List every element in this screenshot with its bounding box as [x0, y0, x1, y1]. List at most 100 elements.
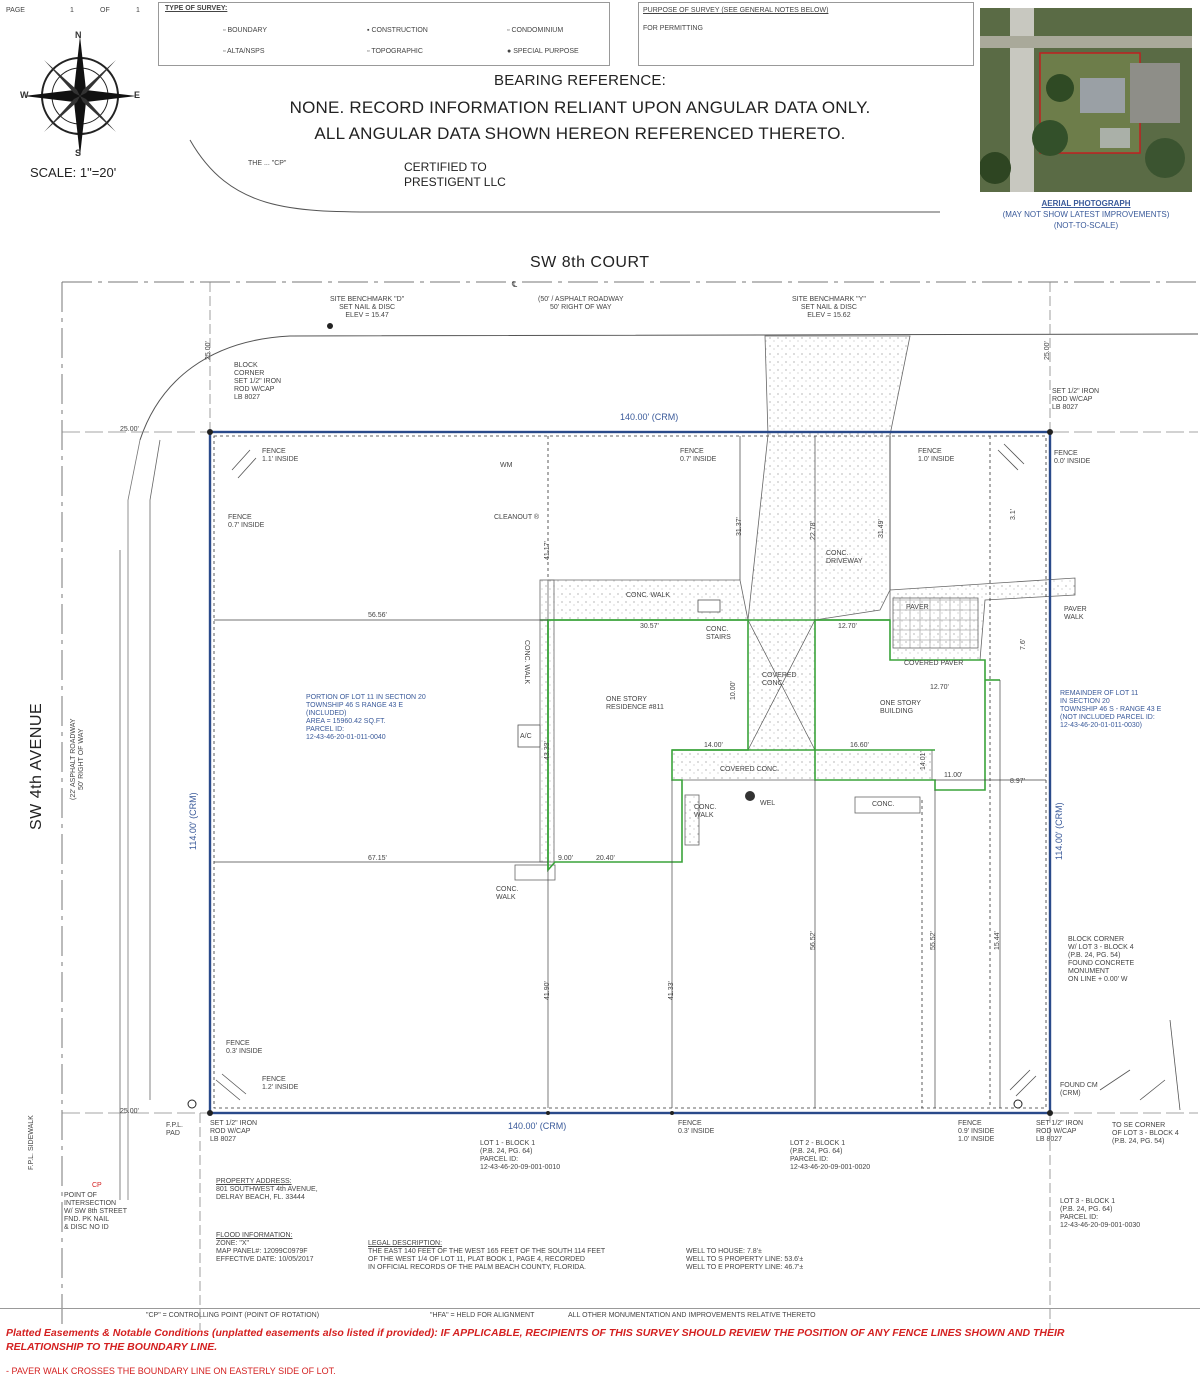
page-total: 1	[136, 7, 140, 14]
measure: 20.40'	[596, 855, 615, 862]
measure: 56.52'	[810, 931, 817, 950]
compass-rose-icon	[24, 36, 136, 156]
remainder-note-line: TOWNSHIP 46 S - RANGE 43 E	[1060, 706, 1162, 713]
cleanout-label: CLEANOUT ®	[494, 514, 540, 521]
lot-1-label-line: (P.B. 24, PG. 64)	[480, 1148, 533, 1155]
water-meter-label: WM	[500, 462, 513, 469]
fence-label-line: FENCE	[262, 1076, 286, 1083]
page-num: 1	[70, 7, 74, 14]
conc-walk-label: CONC. WALK	[626, 592, 671, 599]
building-label-line: BUILDING	[880, 708, 914, 715]
street-west-note-1: (22' ASPHALT ROADWAY	[70, 718, 77, 800]
flood-info: FLOOD INFORMATION: ZONE: "X" MAP PANEL#:…	[216, 1232, 314, 1264]
property-boundary	[208, 430, 1052, 1115]
dim-east: 114.00' (CRM)	[1054, 802, 1064, 860]
fence-label-line: FENCE	[958, 1120, 982, 1127]
parcel-note-line: (INCLUDED)	[306, 710, 347, 717]
aerial-image	[980, 8, 1192, 192]
bearing-line-1: NONE. RECORD INFORMATION RELIANT UPON AN…	[289, 98, 871, 117]
conc-driveway-label-line: CONC.	[826, 550, 849, 557]
scale-label: SCALE: 1"=20'	[30, 165, 117, 180]
of-label: OF	[100, 7, 110, 14]
block-corner-nw-label-line: BLOCK	[234, 362, 258, 369]
block-corner-nw-label-line: CORNER	[234, 370, 265, 377]
well-label: WEL	[760, 800, 776, 807]
residence-label-line: RESIDENCE #811	[606, 704, 664, 711]
measure: 25.00'	[120, 426, 139, 433]
conc-driveway-label: CONC.DRIVEWAY	[826, 550, 863, 566]
fence-label-line: 0.7' INSIDE	[680, 456, 717, 463]
curve-label: THE ... "CP"	[248, 160, 287, 167]
compass-e: E	[134, 90, 141, 100]
conc-stairs-label-line: STAIRS	[706, 634, 731, 641]
aerial-note-1: (MAY NOT SHOW LATEST IMPROVEMENTS)	[1002, 210, 1170, 219]
block-corner-se-label-line: BLOCK CORNER	[1068, 936, 1125, 943]
benchmark-y-line: SITE BENCHMARK "Y"	[792, 296, 866, 303]
measure: 31.49'	[878, 519, 885, 538]
survey-type-text: TOPOGRAPHIC	[371, 48, 423, 55]
survey-type-topographic: ▫ TOPOGRAPHIC	[367, 48, 423, 55]
survey-type-label: TYPE OF SURVEY:	[165, 5, 228, 12]
measure: 8.97'	[1010, 778, 1025, 785]
aerial-note-2: (NOT-TO-SCALE)	[1053, 221, 1119, 230]
well-icon	[745, 791, 755, 801]
parcel-note-line: AREA = 15960.42 SQ.FT.	[306, 718, 386, 725]
fence-label-line: FENCE	[228, 514, 252, 521]
conc-stairs-label-line: CONC.	[706, 626, 729, 633]
remainder-note-line: (NOT INCLUDED PARCEL ID:	[1060, 714, 1155, 721]
fence-label-line: 0.0' INSIDE	[1054, 458, 1091, 465]
lot-1-label: LOT 1 - BLOCK 1(P.B. 24, PG. 64)PARCEL I…	[480, 1140, 560, 1172]
flood-line: ZONE: "X"	[216, 1240, 249, 1247]
conc-label: CONC.	[872, 801, 895, 808]
residence-label-line: ONE STORY	[606, 696, 647, 703]
north-arrow: N S W E	[20, 30, 142, 160]
lot-2-label-line: LOT 2 - BLOCK 1	[790, 1140, 846, 1147]
paver-note: - PAVER WALK CROSSES THE BOUNDARY LINE O…	[6, 1366, 336, 1376]
remainder-note-line: 12-43-46-20-01-011-0030)	[1060, 722, 1142, 729]
block-corner-se-label-line: ON LINE + 0.00' W	[1068, 976, 1128, 983]
set-iron-ne-label-line: LB 8027	[1052, 404, 1079, 411]
conc-driveway-label-line: DRIVEWAY	[826, 558, 863, 565]
fence-label-line: FENCE	[918, 448, 942, 455]
lot-2-label-line: 12-43-46-20-09-001-0020	[790, 1164, 871, 1171]
property-address-title: PROPERTY ADDRESS:	[216, 1178, 292, 1185]
fence-label-line: 1.1' INSIDE	[262, 456, 299, 463]
block-corner-se-label-line: W/ LOT 3 - BLOCK 4	[1068, 944, 1134, 951]
lot-2-label: LOT 2 - BLOCK 1(P.B. 24, PG. 64)PARCEL I…	[790, 1140, 870, 1172]
well-info: WELL TO HOUSE: 7.8'± WELL TO S PROPERTY …	[686, 1248, 803, 1272]
lot-1-label-line: 12-43-46-20-09-001-0010	[480, 1164, 561, 1171]
covered-paver-label: COVERED PAVER	[904, 660, 964, 667]
svg-text:℄: ℄	[511, 280, 518, 289]
street-north-note-2: 50' RIGHT OF WAY	[550, 304, 612, 311]
flood-line: MAP PANEL#: 12099C0979F	[216, 1248, 308, 1255]
benchmark-d-line: ELEV = 15.47	[345, 312, 389, 319]
survey-type-text: CONDOMINIUM	[511, 27, 564, 34]
measure: 41.90'	[544, 981, 551, 1000]
dim-north: 140.00' (CRM)	[620, 412, 679, 422]
fpl-pad-label: F.P.L.PAD	[166, 1122, 183, 1138]
legend-cp: "CP" = CONTROLLING POINT (POINT OF ROTAT…	[146, 1312, 320, 1319]
measure: 14.00'	[704, 742, 723, 749]
covered-conc-label-line: COVERED	[762, 672, 797, 679]
survey-type-alta: ▫ ALTA/NSPS	[223, 48, 265, 55]
aerial-caption: AERIAL PHOTOGRAPH (MAY NOT SHOW LATEST I…	[980, 198, 1192, 231]
measure: 56.56'	[368, 612, 387, 619]
fence-label-line: 0.9' INSIDE	[958, 1128, 995, 1135]
notable-conditions-line-2: RELATIONSHIP TO THE BOUNDARY LINE.	[6, 1341, 218, 1353]
measure: 25.00'	[120, 1108, 139, 1115]
fence-label-line: FENCE	[678, 1120, 702, 1127]
page-label: PAGE	[6, 7, 25, 14]
set-iron-se-label-line: LB 8027	[1036, 1136, 1063, 1143]
conc-walk-label-line: WALK	[694, 812, 714, 819]
legal-title: LEGAL DESCRIPTION:	[368, 1240, 443, 1247]
set-iron-se-label-line: SET 1/2" IRON	[1036, 1120, 1084, 1127]
conc-walk-label-line: CONC.	[694, 804, 717, 811]
